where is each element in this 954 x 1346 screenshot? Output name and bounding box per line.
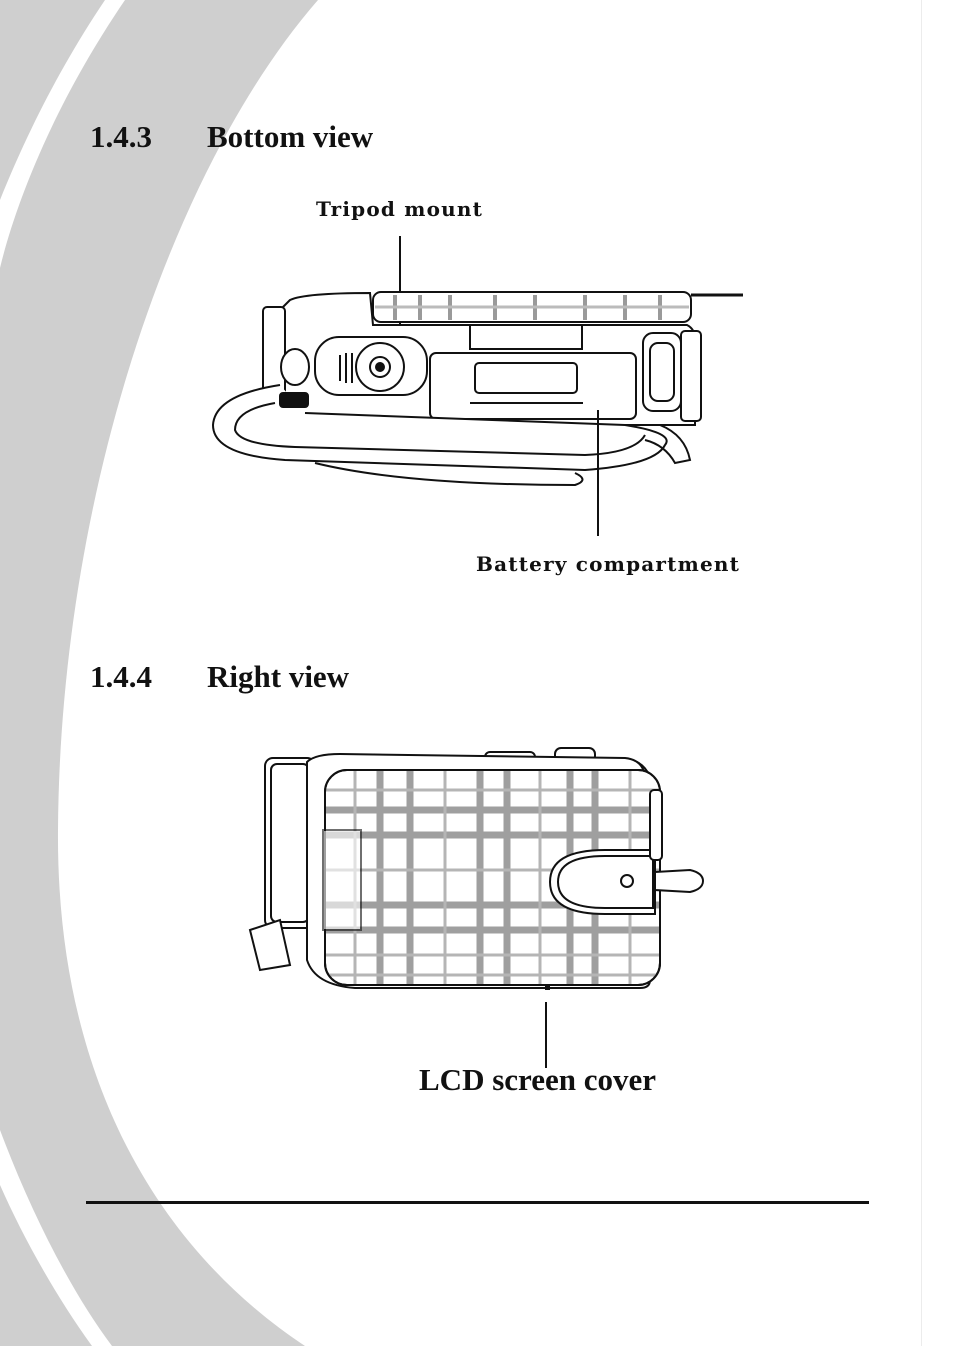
callout-lcd-screen-cover: LCD screen cover <box>419 1062 657 1097</box>
section-heading-bottom-view: 1.4.3 Bottom view <box>90 119 373 155</box>
callout-battery-compartment: Battery compartment <box>476 552 741 576</box>
section-title: Right view <box>207 659 350 694</box>
camcorder-bottom-view-illustration <box>211 291 743 487</box>
page-edge-shadow <box>921 0 922 1346</box>
camcorder-right-view-illustration <box>248 747 705 990</box>
section-number: 1.4.3 <box>90 119 152 154</box>
section-title: Bottom view <box>207 119 374 154</box>
callout-tripod-mount: Tripod mount <box>316 197 484 221</box>
section-heading-right-view: 1.4.4 Right view <box>90 659 349 695</box>
footer-rule <box>86 1201 869 1204</box>
leader-line-battery <box>597 410 599 536</box>
leader-line-lcd <box>545 1002 547 1068</box>
section-number: 1.4.4 <box>90 659 152 694</box>
